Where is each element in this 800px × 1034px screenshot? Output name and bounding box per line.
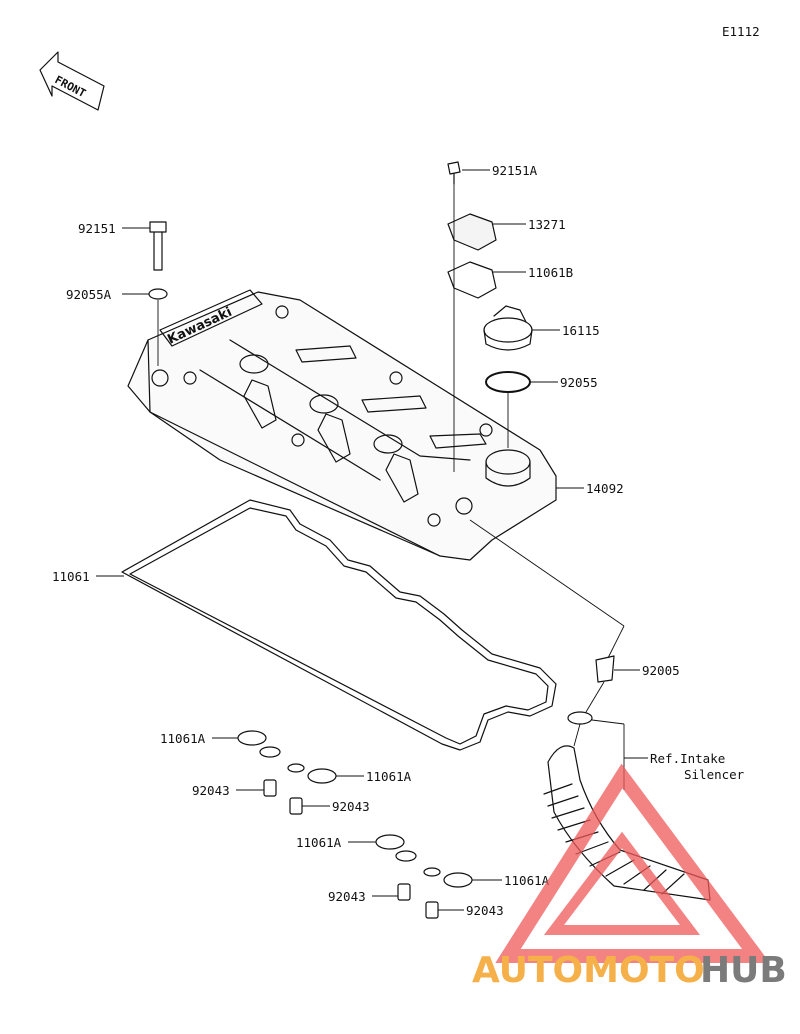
callout-plug-gasket-4: 11061A bbox=[504, 873, 550, 888]
callout-oil-cap: 16115 bbox=[562, 323, 600, 338]
plug-seal-group-2 bbox=[287, 763, 337, 815]
callout-collar-4: 92043 bbox=[466, 903, 504, 918]
cover-gasket bbox=[121, 499, 557, 751]
cylinder-head-cover: Kawasaki bbox=[127, 289, 557, 561]
callout-collar-2: 92043 bbox=[332, 799, 370, 814]
watermark-text-2: HUB bbox=[700, 950, 787, 991]
callout-collar-3: 92043 bbox=[328, 889, 366, 904]
callout-o-ring: 92055 bbox=[560, 375, 598, 390]
leader-lines bbox=[96, 169, 648, 911]
callout-ref-line1: Ref.Intake bbox=[650, 751, 725, 766]
callout-fitting: 92005 bbox=[642, 663, 680, 678]
plate-gasket bbox=[447, 261, 497, 299]
watermark-text-1: AUTOMOTO bbox=[472, 950, 705, 991]
callout-cover-plate: 13271 bbox=[528, 217, 566, 232]
washer-left bbox=[148, 288, 168, 300]
breather-fitting bbox=[595, 655, 615, 683]
oil-filler-cap bbox=[483, 305, 533, 351]
bolt-top bbox=[447, 161, 461, 185]
hose-clamp-icon bbox=[567, 711, 593, 725]
o-ring bbox=[485, 371, 531, 393]
diagram-code: E1112 bbox=[722, 24, 760, 39]
callout-washer-left: 92055A bbox=[66, 287, 112, 302]
callout-plate-gasket: 11061B bbox=[528, 265, 573, 280]
callout-cover-gasket: 11061 bbox=[52, 569, 90, 584]
bolt-left bbox=[149, 221, 167, 271]
callout-collar-1: 92043 bbox=[192, 783, 230, 798]
callout-bolt-left: 92151 bbox=[78, 221, 116, 236]
callout-plug-gasket-1: 11061A bbox=[160, 731, 206, 746]
watermark-logo bbox=[495, 763, 770, 963]
callout-head-cover: 14092 bbox=[586, 481, 624, 496]
cover-plate bbox=[447, 213, 497, 251]
callout-plug-gasket-3: 11061A bbox=[296, 835, 342, 850]
callout-bolt-top: 92151A bbox=[492, 163, 538, 178]
plug-seal-group-3 bbox=[375, 834, 417, 901]
callout-ref-line2: Silencer bbox=[684, 767, 745, 782]
front-arrow-icon: FRONT bbox=[39, 51, 105, 111]
plug-seal-group-1 bbox=[237, 730, 281, 797]
plug-seal-group-4 bbox=[423, 867, 473, 919]
callout-plug-gasket-2: 11061A bbox=[366, 769, 412, 784]
